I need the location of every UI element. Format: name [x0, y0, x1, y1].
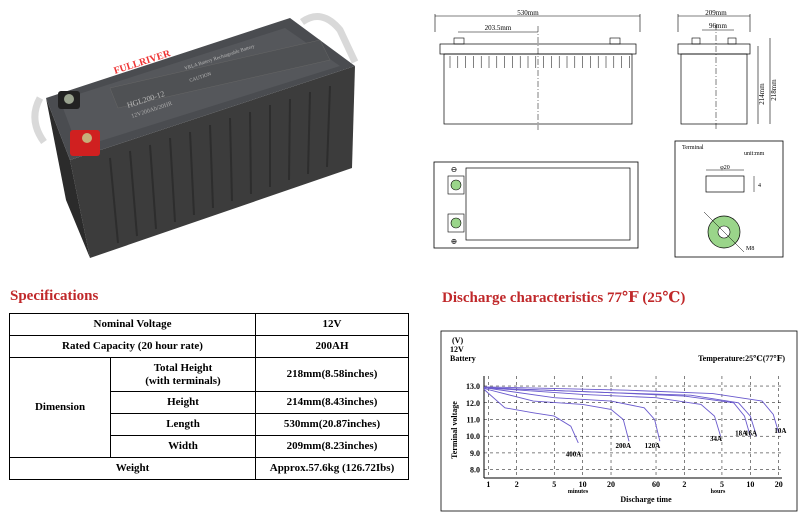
discharge-title: Discharge characteristics 77℉ (25℃): [442, 290, 686, 306]
x-tick-label: 2: [515, 480, 519, 489]
total-height-label-line2: (with terminals): [145, 374, 221, 387]
table-row: Length 530mm(20.87inches): [10, 413, 409, 436]
y-tick-label: 10.0: [466, 432, 480, 441]
x-tick-label: 20: [775, 480, 783, 489]
length-label: Length: [110, 413, 256, 436]
series-label-10A: 10A: [774, 427, 786, 435]
chart-ylabel-top2: Battery: [450, 354, 476, 363]
terminal-depth-dim: 4: [758, 183, 761, 189]
side-width-dim: 209mm: [705, 9, 727, 17]
width-value: 209mm(8.23inches): [255, 435, 409, 458]
chart-ylabel: Terminal voltage: [450, 401, 459, 459]
side-total-height-dim: 218mm: [770, 79, 778, 101]
total-height-label: Total Height (with terminals): [110, 357, 256, 392]
x-tick-label: 5: [552, 480, 556, 489]
length-value: 530mm(20.87inches): [255, 413, 409, 436]
x-tick-label: 1: [486, 480, 490, 489]
front-overall-dim: 530mm: [517, 9, 539, 17]
width-label: Width: [110, 435, 256, 458]
dimension-label: Dimension: [9, 357, 111, 458]
terminal-title: Terminal: [682, 145, 704, 151]
x-tick-label: 5: [720, 480, 724, 489]
series-line-16A: [483, 387, 758, 437]
discharge-chart: (V) 12V Battery Temperature:25℃(77℉) Ter…: [440, 330, 798, 512]
nominal-voltage-value: 12V: [255, 313, 409, 336]
x-tick-label: 20: [607, 480, 615, 489]
positive-symbol-icon: ⊕: [451, 237, 458, 246]
series-label-18A: 18A: [735, 429, 747, 437]
rated-capacity-label: Rated Capacity (20 hour rate): [9, 335, 256, 358]
positive-terminal: [70, 130, 100, 156]
table-row: Weight Approx.57.6kg (126.72Ibs): [9, 457, 409, 480]
battery-photo: FULLRIVER HGL200-12 12V200Ah/20HR VRLA B…: [31, 13, 359, 258]
negative-symbol-icon: ⊖: [451, 165, 458, 174]
rated-capacity-value: 200AH: [255, 335, 409, 358]
table-row: Dimension Total Height (with terminals) …: [9, 357, 409, 458]
specifications-table: Nominal Voltage 12V Rated Capacity (20 h…: [9, 313, 409, 480]
series-label-200A: 200A: [616, 442, 632, 450]
front-view-drawing: 530mm 203.5mm: [434, 9, 641, 130]
table-row: Width 209mm(8.23inches): [10, 435, 409, 458]
chart-xlabel: Discharge time: [620, 495, 672, 504]
chart-ylabel-top1: 12V: [450, 345, 464, 354]
series-label-34A: 34A: [710, 435, 722, 443]
x-tick-label: 2: [682, 480, 686, 489]
chart-minutes-label: minutes: [568, 489, 589, 495]
y-tick-label: 13.0: [466, 382, 480, 391]
y-tick-label: 8.0: [470, 466, 480, 475]
terminal-bolt-label: M8: [746, 246, 754, 252]
nominal-voltage-label: Nominal Voltage: [9, 313, 256, 336]
series-label-16A: 16A: [745, 429, 757, 437]
x-tick-label: 10: [579, 480, 587, 489]
chart-temperature: Temperature:25℃(77℉): [698, 354, 785, 363]
height-value: 214mm(8.43inches): [255, 391, 409, 414]
series-line-10A: [483, 386, 780, 434]
front-partial-dim: 203.5mm: [485, 24, 512, 32]
x-tick-label: 10: [746, 480, 754, 489]
chart-frame: [440, 330, 798, 512]
series-line-120A: [483, 387, 661, 442]
top-view-drawing: ⊖ ⊕: [433, 161, 639, 249]
table-row: Height 214mm(8.43inches): [10, 391, 409, 414]
series-line-200A: [483, 388, 630, 442]
chart-hours-label: hours: [711, 489, 726, 495]
table-row: Rated Capacity (20 hour rate) 200AH: [9, 335, 409, 358]
side-view-drawing: 209mm 96mm 214mm 218mm: [677, 9, 778, 130]
weight-value: Approx.57.6kg (126.72Ibs): [255, 457, 409, 480]
series-label-120A: 120A: [645, 442, 661, 450]
series-line-400A: [483, 389, 579, 444]
height-label: Height: [110, 391, 256, 414]
weight-label: Weight: [9, 457, 256, 480]
terminal-detail: Terminal unit:mm φ20 4 M8: [674, 140, 784, 258]
chart-unit-label: (V): [452, 336, 463, 345]
y-tick-label: 9.0: [470, 449, 480, 458]
total-height-label-line1: Total Height: [153, 361, 213, 374]
y-tick-label: 12.0: [466, 399, 480, 408]
side-height-dim: 214mm: [758, 83, 766, 105]
terminal-diameter-dim: φ20: [720, 165, 729, 171]
side-partial-dim: 96mm: [709, 22, 727, 30]
total-height-value: 218mm(8.58inches): [255, 357, 409, 392]
series-line-34A: [483, 387, 722, 437]
x-tick-label: 60: [652, 480, 660, 489]
series-label-400A: 400A: [566, 450, 582, 458]
terminal-unit: unit:mm: [744, 151, 765, 157]
specifications-title: Specifications: [10, 288, 99, 304]
caution-text: CAUTION: [189, 72, 212, 84]
table-row: Nominal Voltage 12V: [9, 313, 409, 336]
y-tick-label: 11.0: [466, 415, 480, 424]
